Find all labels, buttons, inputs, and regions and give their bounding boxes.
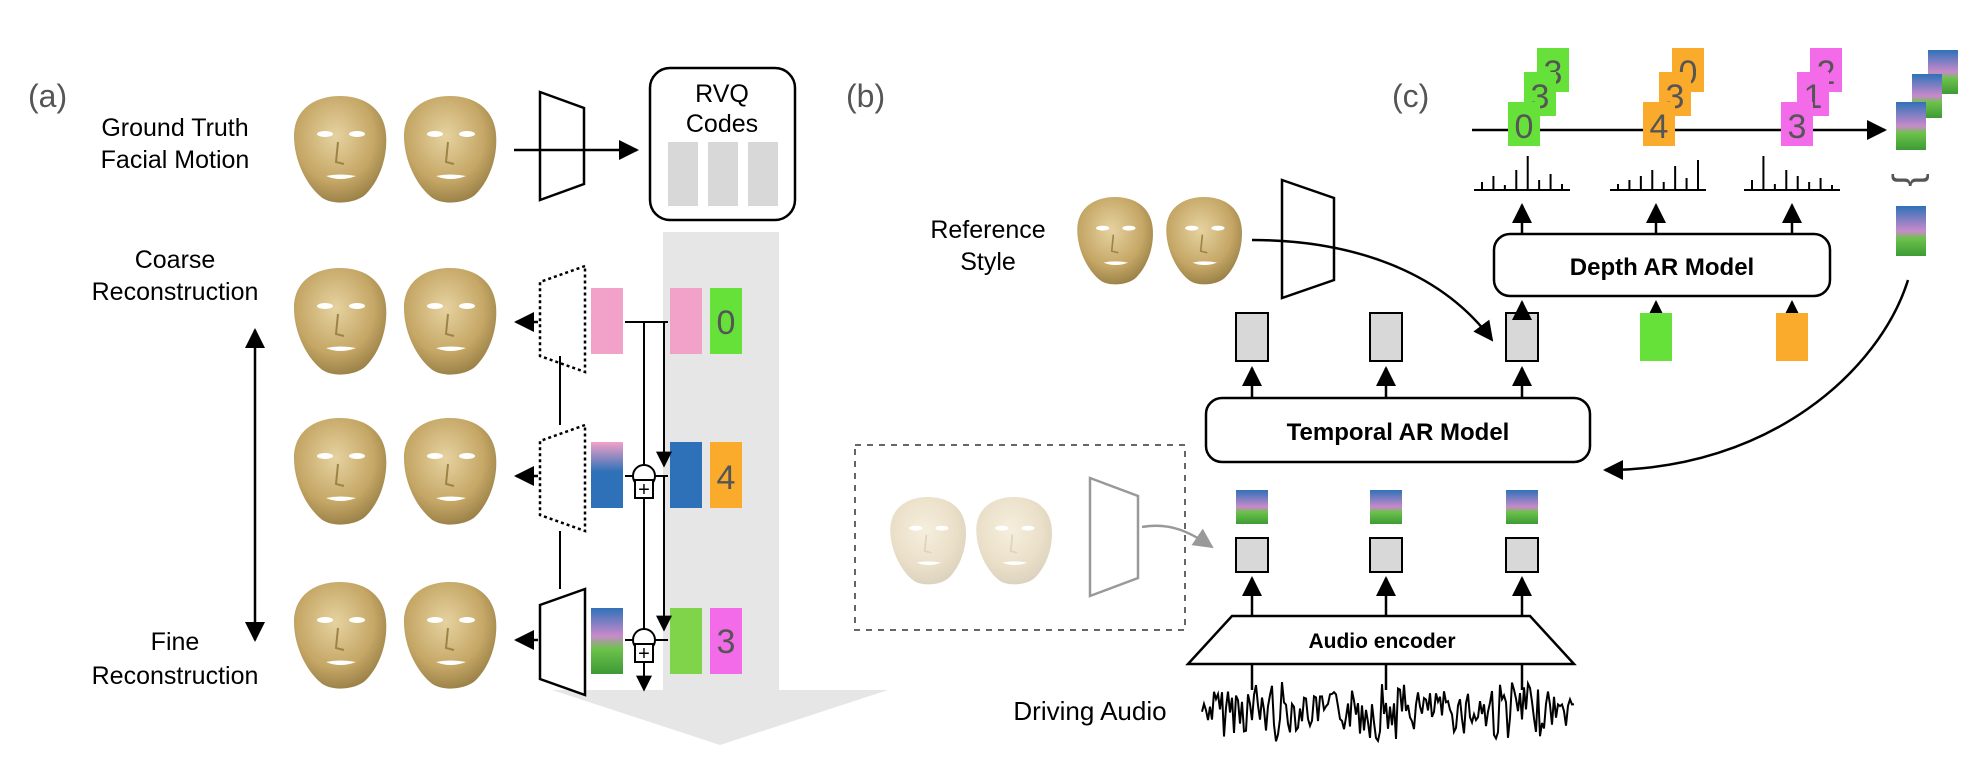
audio-encoder: [1185, 614, 1577, 666]
code-token-pink: [670, 288, 702, 354]
panel-label-a: (a): [28, 78, 67, 114]
style-arrow: [1251, 238, 1494, 342]
rvq-code-slot: [748, 142, 778, 206]
code-index-box: [710, 442, 742, 508]
stack-code: 4: [1650, 108, 1669, 146]
distribution-plot: [1744, 156, 1840, 191]
code-index-box: [710, 608, 742, 674]
code-card: [1508, 102, 1540, 146]
face-mesh: [403, 267, 498, 376]
temporal-token: [1235, 312, 1269, 362]
driving-audio-label: Driving Audio: [1013, 696, 1166, 726]
rvq-code-slot: [668, 142, 698, 206]
brace-icon: }: [1891, 173, 1935, 186]
add-node-icon: [634, 479, 654, 499]
decoder-trapezoid-dotted: [538, 264, 587, 374]
code-card: [1643, 102, 1675, 146]
depth-ar-model-label: Depth AR Model: [1570, 254, 1754, 281]
audio-waveform: [1201, 679, 1575, 744]
coarse-label-line1: Coarse: [135, 246, 216, 274]
ref-style-line1: Reference: [930, 216, 1045, 244]
face-mesh: [403, 417, 498, 526]
face-mesh: [403, 95, 498, 204]
panel-label-b: (b): [846, 78, 885, 114]
depth-ar-model: [1492, 232, 1832, 298]
stack-code: 3: [1788, 108, 1807, 146]
feedback-arrow: [1603, 279, 1910, 480]
style-arrow-faded: [1141, 524, 1214, 549]
stack-code: 0: [1515, 108, 1534, 146]
code-index-4: 4: [717, 459, 736, 497]
plus-sign: +: [638, 643, 650, 665]
landscape-token: [1236, 490, 1268, 524]
style-encoder-faded: [1088, 476, 1140, 598]
audio-token: [1235, 537, 1269, 573]
fine-label-line1: Fine: [151, 628, 200, 656]
panel-label-c: (c): [1392, 78, 1429, 114]
rvq-title-line1: RVQ: [695, 80, 749, 108]
face-mesh: [1165, 196, 1243, 286]
decoder-trapezoid-dotted: [538, 423, 587, 533]
style-encoder-trapezoid: [1280, 178, 1336, 300]
face-mesh: [293, 581, 388, 690]
latent-token-mixed: [591, 442, 623, 508]
face-mesh: [403, 581, 498, 690]
rvq-code-slot: [708, 142, 738, 206]
gt-label-line1: Ground Truth: [101, 114, 248, 142]
audio-token: [1369, 537, 1403, 573]
coarse-label-line2: Reconstruction: [92, 278, 259, 306]
audio-encoder-label: Audio encoder: [1308, 630, 1455, 653]
code-token-blue: [670, 442, 702, 508]
decoder-trapezoid: [538, 587, 587, 697]
face-mesh-faded: [890, 497, 966, 584]
add-node-icon: [634, 643, 654, 663]
code-index-box: [710, 288, 742, 354]
landscape-token: [1370, 490, 1402, 524]
depth-input-orange: [1776, 313, 1808, 361]
code-index-3: 3: [717, 623, 736, 661]
depth-input-green: [1640, 313, 1672, 361]
temporal-ar-model-label: Temporal AR Model: [1287, 419, 1510, 446]
face-mesh: [293, 267, 388, 376]
face-mesh: [293, 95, 388, 204]
encoder-trapezoid: [538, 90, 586, 202]
code-card: [1781, 102, 1813, 146]
gt-label-line2: Facial Motion: [101, 146, 250, 174]
latent-token-landscape: [591, 608, 623, 674]
latent-token-pink: [591, 288, 623, 354]
code-token-green: [670, 608, 702, 674]
distribution-plot: [1474, 156, 1570, 191]
temporal-token: [1505, 312, 1539, 362]
audio-token: [1505, 537, 1539, 573]
rvq-title-line2: Codes: [686, 110, 758, 138]
ref-style-line2: Style: [960, 248, 1016, 276]
output-token-summary: [1896, 206, 1926, 256]
alt-style-box: [854, 444, 1186, 631]
fine-label-line2: Reconstruction: [92, 662, 259, 690]
plus-sign: +: [638, 479, 650, 501]
face-mesh: [1076, 196, 1154, 286]
face-mesh: [293, 417, 388, 526]
temporal-token: [1369, 312, 1403, 362]
temporal-ar-model: [1204, 396, 1592, 464]
landscape-token: [1506, 490, 1538, 524]
code-index-0: 0: [717, 304, 736, 342]
output-token: [1896, 102, 1926, 150]
distribution-plot: [1610, 160, 1706, 191]
face-mesh-faded: [976, 497, 1052, 584]
